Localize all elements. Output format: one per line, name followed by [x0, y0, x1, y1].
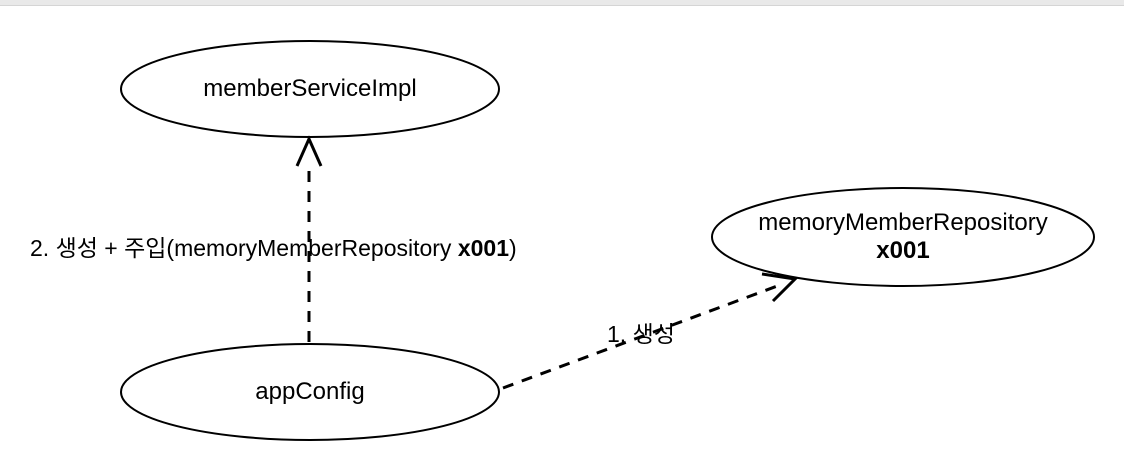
arrow-create-line	[502, 283, 781, 390]
ellipse-app-config	[120, 343, 500, 441]
arrow-create-arrowhead-icon	[761, 272, 799, 303]
ellipse-member-service-impl	[120, 40, 500, 138]
top-divider	[0, 0, 1124, 6]
ellipse-memory-member-repository	[711, 187, 1095, 287]
arrow-inject-arrowhead-icon	[295, 135, 323, 167]
